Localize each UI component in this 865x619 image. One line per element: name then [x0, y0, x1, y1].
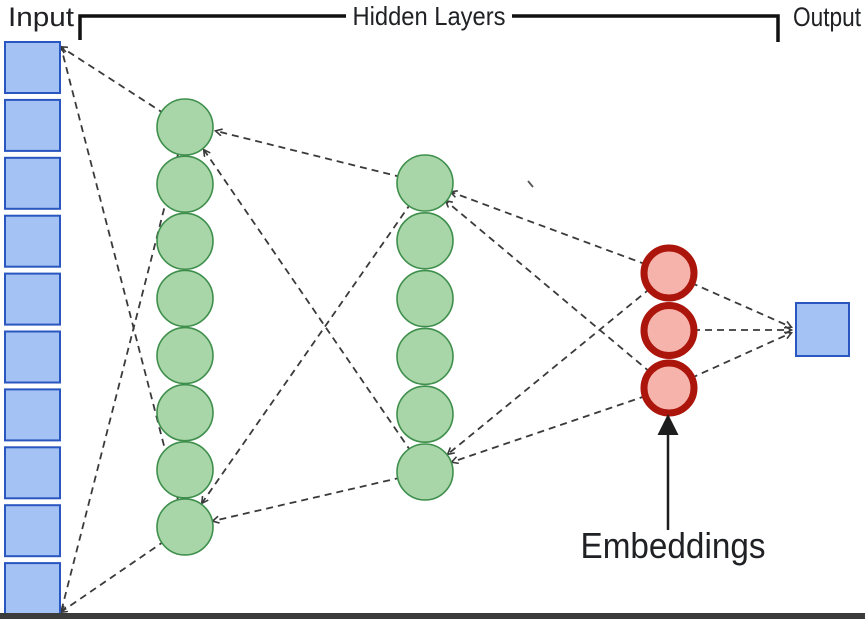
nodes-group [4, 41, 850, 616]
hidden-1-node [156, 155, 214, 213]
hidden-1-node [156, 383, 214, 442]
embeddings-label: Embeddings [581, 525, 766, 566]
input-node [4, 562, 61, 616]
input-node [4, 504, 61, 558]
connection-line [204, 150, 426, 473]
connection-line [668, 333, 791, 389]
embedding-node [640, 302, 698, 359]
connection-line [216, 131, 426, 184]
input-node [4, 98, 61, 152]
hidden-1-node [156, 326, 214, 385]
connection-line [213, 471, 426, 521]
output-node [795, 302, 850, 357]
hidden-2-node [396, 443, 454, 501]
input-node [4, 446, 61, 500]
connection-line [452, 387, 670, 462]
connection-line [451, 192, 670, 274]
input-node [4, 214, 61, 268]
hidden-1-node [156, 98, 214, 156]
hidden-2-node [396, 327, 454, 386]
bottom-edge-bar [0, 613, 865, 619]
connection-line [61, 47, 186, 528]
hidden-1-node [156, 498, 214, 556]
hidden-2-node [396, 212, 454, 270]
stray-mark [527, 180, 534, 188]
hidden-1-node [156, 269, 214, 328]
hidden-2-node [396, 269, 454, 328]
hidden-layers-bracket [78, 14, 780, 42]
input-label: Input [8, 2, 75, 32]
hidden-1-node [156, 441, 214, 499]
output-label: Output [793, 2, 861, 32]
input-node [4, 330, 61, 384]
connection-line [448, 272, 670, 454]
hidden-2-node [396, 154, 454, 212]
input-node [4, 156, 61, 210]
embedding-node [640, 359, 698, 417]
hidden-2-node [396, 385, 454, 444]
connection-line [668, 272, 791, 327]
hidden-layers-label: Hidden Layers [353, 1, 506, 31]
input-node [4, 272, 61, 326]
hidden-1-node [156, 212, 214, 271]
input-node [4, 41, 61, 94]
connection-line [202, 182, 426, 503]
input-node [4, 388, 61, 442]
embeddings-pointer-arrow [657, 414, 679, 530]
connections-group [61, 47, 791, 612]
connection-line [446, 201, 670, 389]
embedding-node [640, 244, 698, 302]
